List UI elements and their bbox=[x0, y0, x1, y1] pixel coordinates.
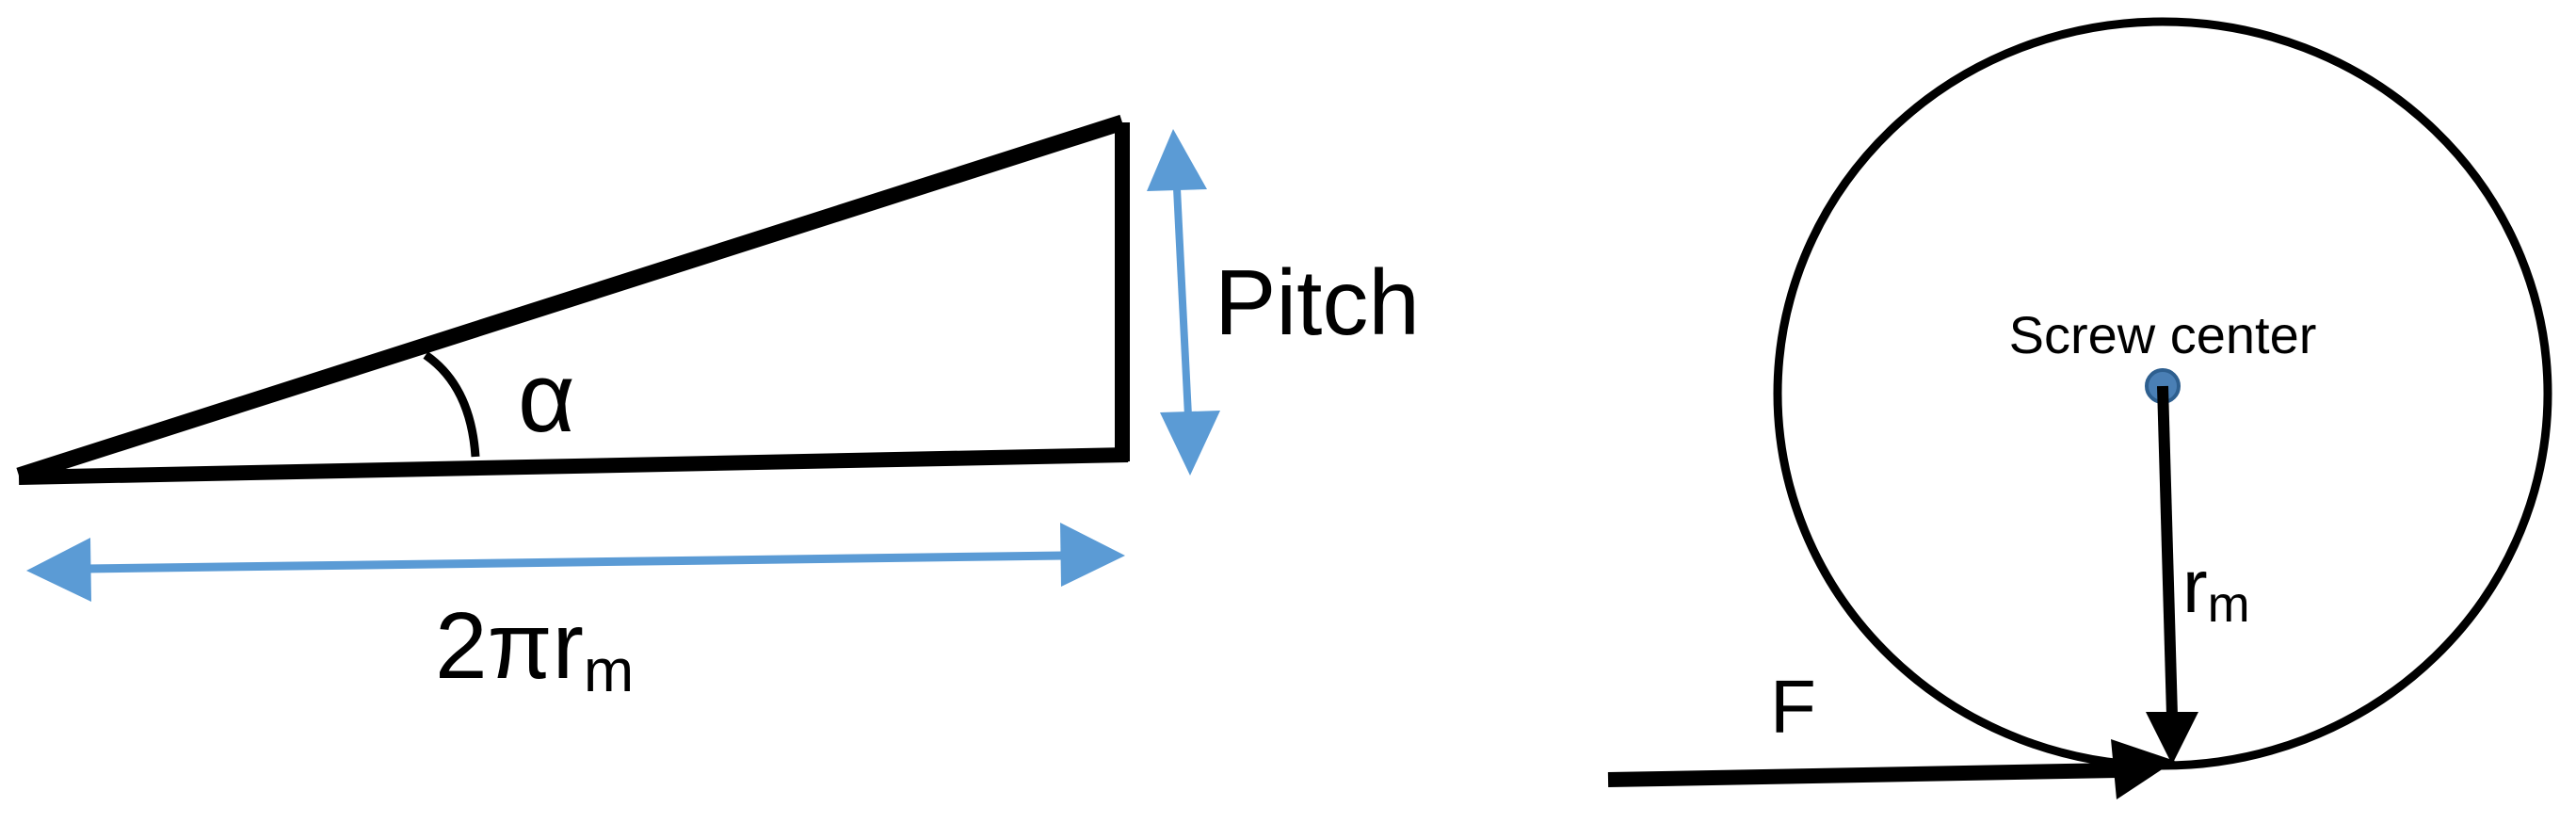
thread-triangle bbox=[16, 114, 1130, 485]
radius-label-subscript: m bbox=[2208, 576, 2250, 633]
screw-center-label: Screw center bbox=[2009, 305, 2317, 364]
radius-line bbox=[2157, 385, 2178, 717]
circumference-arrowhead-right bbox=[1060, 523, 1125, 587]
radius-arrowhead bbox=[2146, 712, 2198, 765]
pitch-dimension-arrow bbox=[1147, 129, 1220, 476]
circumference-label-subscript: m bbox=[584, 637, 634, 704]
pitch-label: Pitch bbox=[1215, 250, 1420, 354]
circumference-label-main: 2πr bbox=[435, 593, 584, 699]
circumference-arrowhead-left bbox=[26, 538, 91, 602]
radius-label: rm bbox=[2182, 544, 2250, 633]
helix-line bbox=[16, 114, 1125, 484]
force-label: F bbox=[1770, 665, 1816, 749]
radius-label-main: r bbox=[2182, 544, 2208, 628]
circumference-dimension-arrow bbox=[26, 523, 1125, 602]
force-arrowhead bbox=[2111, 739, 2175, 799]
angle-arc bbox=[423, 351, 480, 458]
angle-label: α bbox=[518, 343, 575, 453]
pitch-arrowhead-bottom bbox=[1160, 411, 1220, 476]
pitch-arrowhead-top bbox=[1147, 129, 1207, 191]
circumference-label: 2πrm bbox=[435, 593, 634, 704]
force-line bbox=[1607, 763, 2119, 787]
triangle-base bbox=[18, 447, 1129, 485]
